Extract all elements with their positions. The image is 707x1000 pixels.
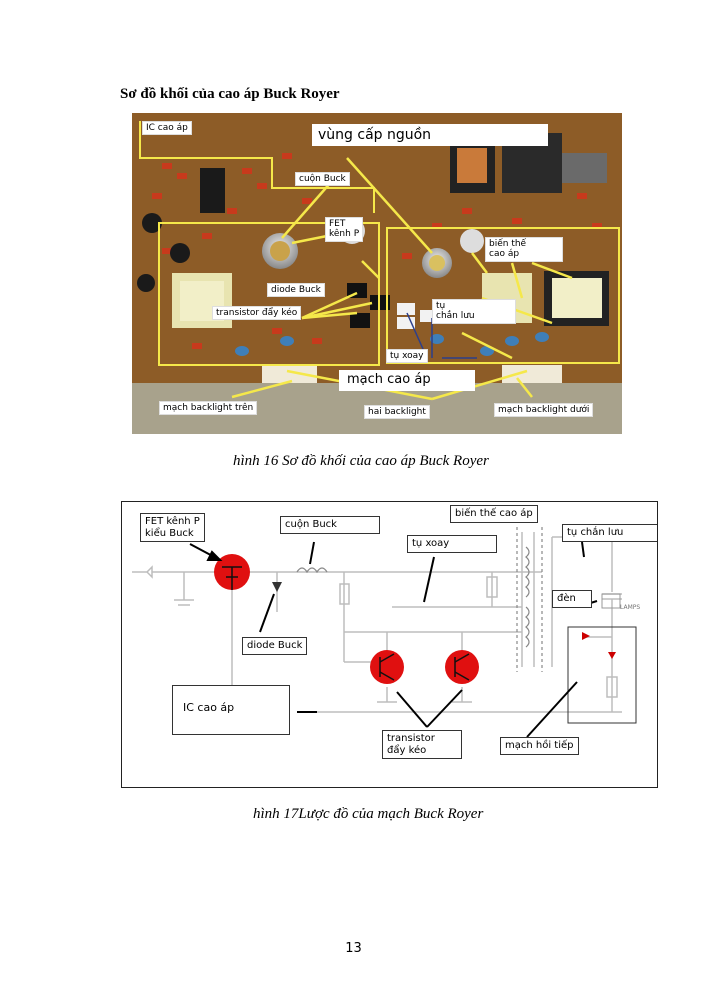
schem-label-cap-ac: tụ xoay bbox=[407, 535, 497, 553]
pcb-photo: IC cao áp vùng cấp nguồn cuộn Buck FET k… bbox=[132, 113, 622, 434]
schem-label-cap-store: tụ chắn lưu bbox=[562, 524, 657, 542]
schem-label-lamp: đèn bbox=[552, 590, 592, 608]
schem-label-diode: diode Buck bbox=[242, 637, 308, 655]
schem-label-lamp-tag: LAMPS bbox=[620, 604, 641, 611]
pcb-label-cap-store: tụ chắn lưu bbox=[432, 299, 516, 324]
schem-label-transformer: biến thế cao áp bbox=[450, 505, 538, 523]
page-heading: Sơ đồ khối của cao áp Buck Royer bbox=[120, 86, 340, 102]
pcb-label-supply: vùng cấp nguồn bbox=[312, 124, 548, 146]
schem-label-fet: FET kênh P kiểu Buck bbox=[140, 513, 205, 542]
figure-17-caption: hình 17Lược đồ của mạch Buck Royer bbox=[253, 806, 484, 822]
page-number: 13 bbox=[345, 941, 362, 956]
pcb-label-ic: IC cao áp bbox=[142, 121, 192, 136]
schematic-drawing bbox=[132, 527, 637, 738]
schematic-figure: FET kênh P kiểu Buck cuộn Buck biến thế … bbox=[121, 501, 658, 788]
pcb-label-push-pull: transistor đẩy kéo bbox=[212, 306, 302, 321]
pcb-label-two-backlight: hai backlight bbox=[364, 405, 430, 420]
schem-label-feedback: mạch hồi tiếp bbox=[500, 737, 579, 755]
schem-label-push-pull: transistor đẩy kéo bbox=[382, 730, 462, 759]
pcb-label-buck-coil: cuộn Buck bbox=[295, 172, 350, 187]
pcb-label-transformer: biến thế cao áp bbox=[485, 237, 563, 262]
pcb-label-backlight-bottom: mạch backlight dưới bbox=[494, 403, 594, 418]
schem-label-buck-coil: cuộn Buck bbox=[280, 516, 380, 534]
schem-label-ic: IC cao áp bbox=[172, 685, 290, 735]
pcb-label-fet: FET kênh P bbox=[325, 217, 364, 242]
figure-16-caption: hình 16 Sơ đồ khối của cao áp Buck Royer bbox=[233, 453, 489, 469]
pcb-label-hv-circuit: mạch cao áp bbox=[339, 370, 475, 391]
pcb-label-backlight-top: mạch backlight trên bbox=[159, 401, 258, 416]
pcb-label-cap-ac: tụ xoay bbox=[386, 349, 428, 364]
pcb-label-diode: diode Buck bbox=[267, 283, 325, 298]
